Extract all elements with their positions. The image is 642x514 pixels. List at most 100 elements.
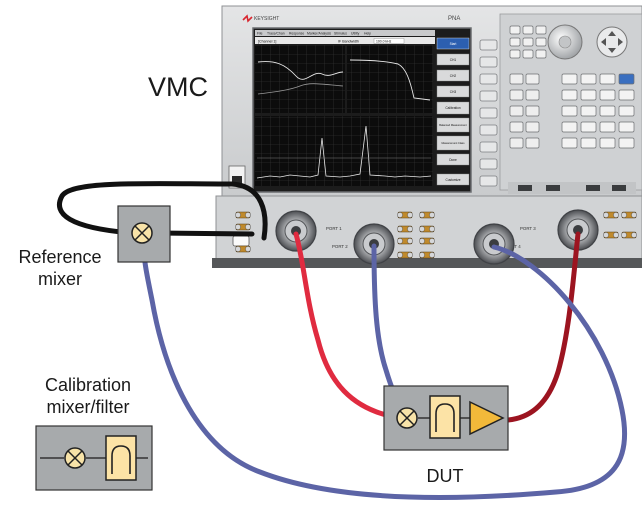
port-4-cable[interactable] [505, 231, 581, 423]
softkey-0[interactable] [436, 37, 470, 50]
key-button[interactable] [509, 105, 524, 117]
key-button[interactable] [509, 89, 524, 101]
key-button[interactable] [509, 121, 524, 133]
sma-connector [397, 226, 403, 232]
softkey-4[interactable] [436, 101, 470, 115]
key-button[interactable] [618, 73, 635, 85]
key-button[interactable] [618, 121, 635, 133]
softkey-3[interactable] [436, 85, 470, 98]
hardware-softkey[interactable] [479, 73, 498, 85]
key-button[interactable] [525, 137, 540, 149]
key-button[interactable] [522, 25, 534, 35]
softkey-6[interactable] [436, 135, 470, 151]
sma-connector [245, 224, 251, 230]
hardware-softkey[interactable] [479, 56, 498, 68]
key-button[interactable] [599, 73, 616, 85]
softkey-label-0: Start [450, 42, 457, 46]
trace-4 [256, 125, 432, 179]
network-analyzer: KEYSIGHT PNA File Trace/Chan Response Ma… [212, 5, 642, 268]
key-button[interactable] [580, 105, 597, 117]
menu-item-trace[interactable]: Trace/Chan [267, 32, 285, 36]
hardware-softkey[interactable] [479, 124, 498, 136]
menu-item-response[interactable]: Response [289, 32, 304, 36]
key-button[interactable] [509, 137, 524, 149]
key-button[interactable] [580, 137, 597, 149]
port-3-return-cable[interactable] [141, 244, 628, 500]
usb-port[interactable] [546, 185, 560, 191]
key-button[interactable] [599, 89, 616, 101]
usb-port[interactable] [518, 185, 532, 191]
key-button[interactable] [599, 137, 616, 149]
key-button[interactable] [561, 121, 578, 133]
menu-item-utility[interactable]: Utility [351, 32, 360, 36]
menu-item-help[interactable]: Help [364, 32, 371, 36]
softkey-7[interactable] [436, 153, 470, 166]
key-button[interactable] [535, 37, 547, 47]
key-button[interactable] [535, 25, 547, 35]
key-button[interactable] [525, 73, 540, 85]
key-button[interactable] [509, 73, 524, 85]
hardware-softkey[interactable] [479, 107, 498, 119]
port-1-cable[interactable] [293, 231, 403, 421]
menu-bar [255, 30, 435, 36]
trace-1 [257, 61, 344, 80]
reference-mixer-cable[interactable] [155, 230, 255, 237]
key-button[interactable] [618, 105, 635, 117]
key-button[interactable] [561, 73, 578, 85]
softkey-2[interactable] [436, 69, 470, 82]
usb-strip [508, 182, 636, 194]
softkey-5[interactable] [436, 117, 470, 133]
key-button[interactable] [525, 89, 540, 101]
power-button[interactable] [232, 176, 242, 184]
hardware-softkey[interactable] [479, 90, 498, 102]
key-button[interactable] [580, 73, 597, 85]
key-button[interactable] [522, 37, 534, 47]
key-button[interactable] [599, 105, 616, 117]
menu-item-marker[interactable]: Marker/Analysis [307, 32, 331, 36]
key-button[interactable] [561, 89, 578, 101]
reference-mixer-label: Reference mixer [8, 246, 112, 290]
dut [383, 385, 509, 451]
key-button[interactable] [599, 121, 616, 133]
reference-loop-cable[interactable] [56, 181, 268, 241]
key-button[interactable] [618, 137, 635, 149]
key-button[interactable] [509, 25, 521, 35]
key-button[interactable] [509, 37, 521, 47]
key-button[interactable] [561, 105, 578, 117]
calibration-label-line1: Calibration [44, 375, 132, 395]
key-button[interactable] [561, 137, 578, 149]
sma-connector [397, 238, 403, 244]
sma-connector [419, 252, 425, 258]
hardware-softkey[interactable] [479, 175, 498, 187]
hardware-softkey[interactable] [479, 141, 498, 153]
port-2-cable[interactable] [371, 243, 407, 413]
usb-port[interactable] [586, 185, 600, 191]
hardware-softkey[interactable] [479, 158, 498, 170]
port-3-connector[interactable] [473, 223, 515, 265]
key-button[interactable] [525, 121, 540, 133]
key-button[interactable] [535, 49, 547, 59]
dut-label: DUT [426, 466, 464, 486]
softkey-1[interactable] [436, 53, 470, 66]
port-label-3: PORT 3 [520, 226, 536, 231]
port-1-connector[interactable] [275, 210, 317, 252]
menu-item-stimulus[interactable]: Stimulus [334, 32, 347, 36]
sma-connector [235, 224, 241, 230]
vmc-label: VMC [148, 72, 208, 102]
port-4-connector[interactable] [557, 209, 599, 251]
hardware-softkey[interactable] [479, 39, 498, 51]
key-button[interactable] [525, 105, 540, 117]
key-button[interactable] [509, 49, 521, 59]
key-button[interactable] [580, 89, 597, 101]
menu-item-file[interactable]: File [257, 32, 263, 36]
navigation-pad[interactable] [596, 26, 628, 58]
key-button[interactable] [618, 89, 635, 101]
key-button[interactable] [522, 49, 534, 59]
if-bandwidth-field[interactable] [373, 38, 405, 44]
bandpass-filter-icon [429, 395, 461, 439]
key-button[interactable] [580, 121, 597, 133]
channel-label: [Channel 1] [258, 40, 276, 44]
softkey-8[interactable] [436, 173, 470, 186]
hardware-softkeys [479, 39, 498, 187]
usb-port[interactable] [612, 185, 626, 191]
